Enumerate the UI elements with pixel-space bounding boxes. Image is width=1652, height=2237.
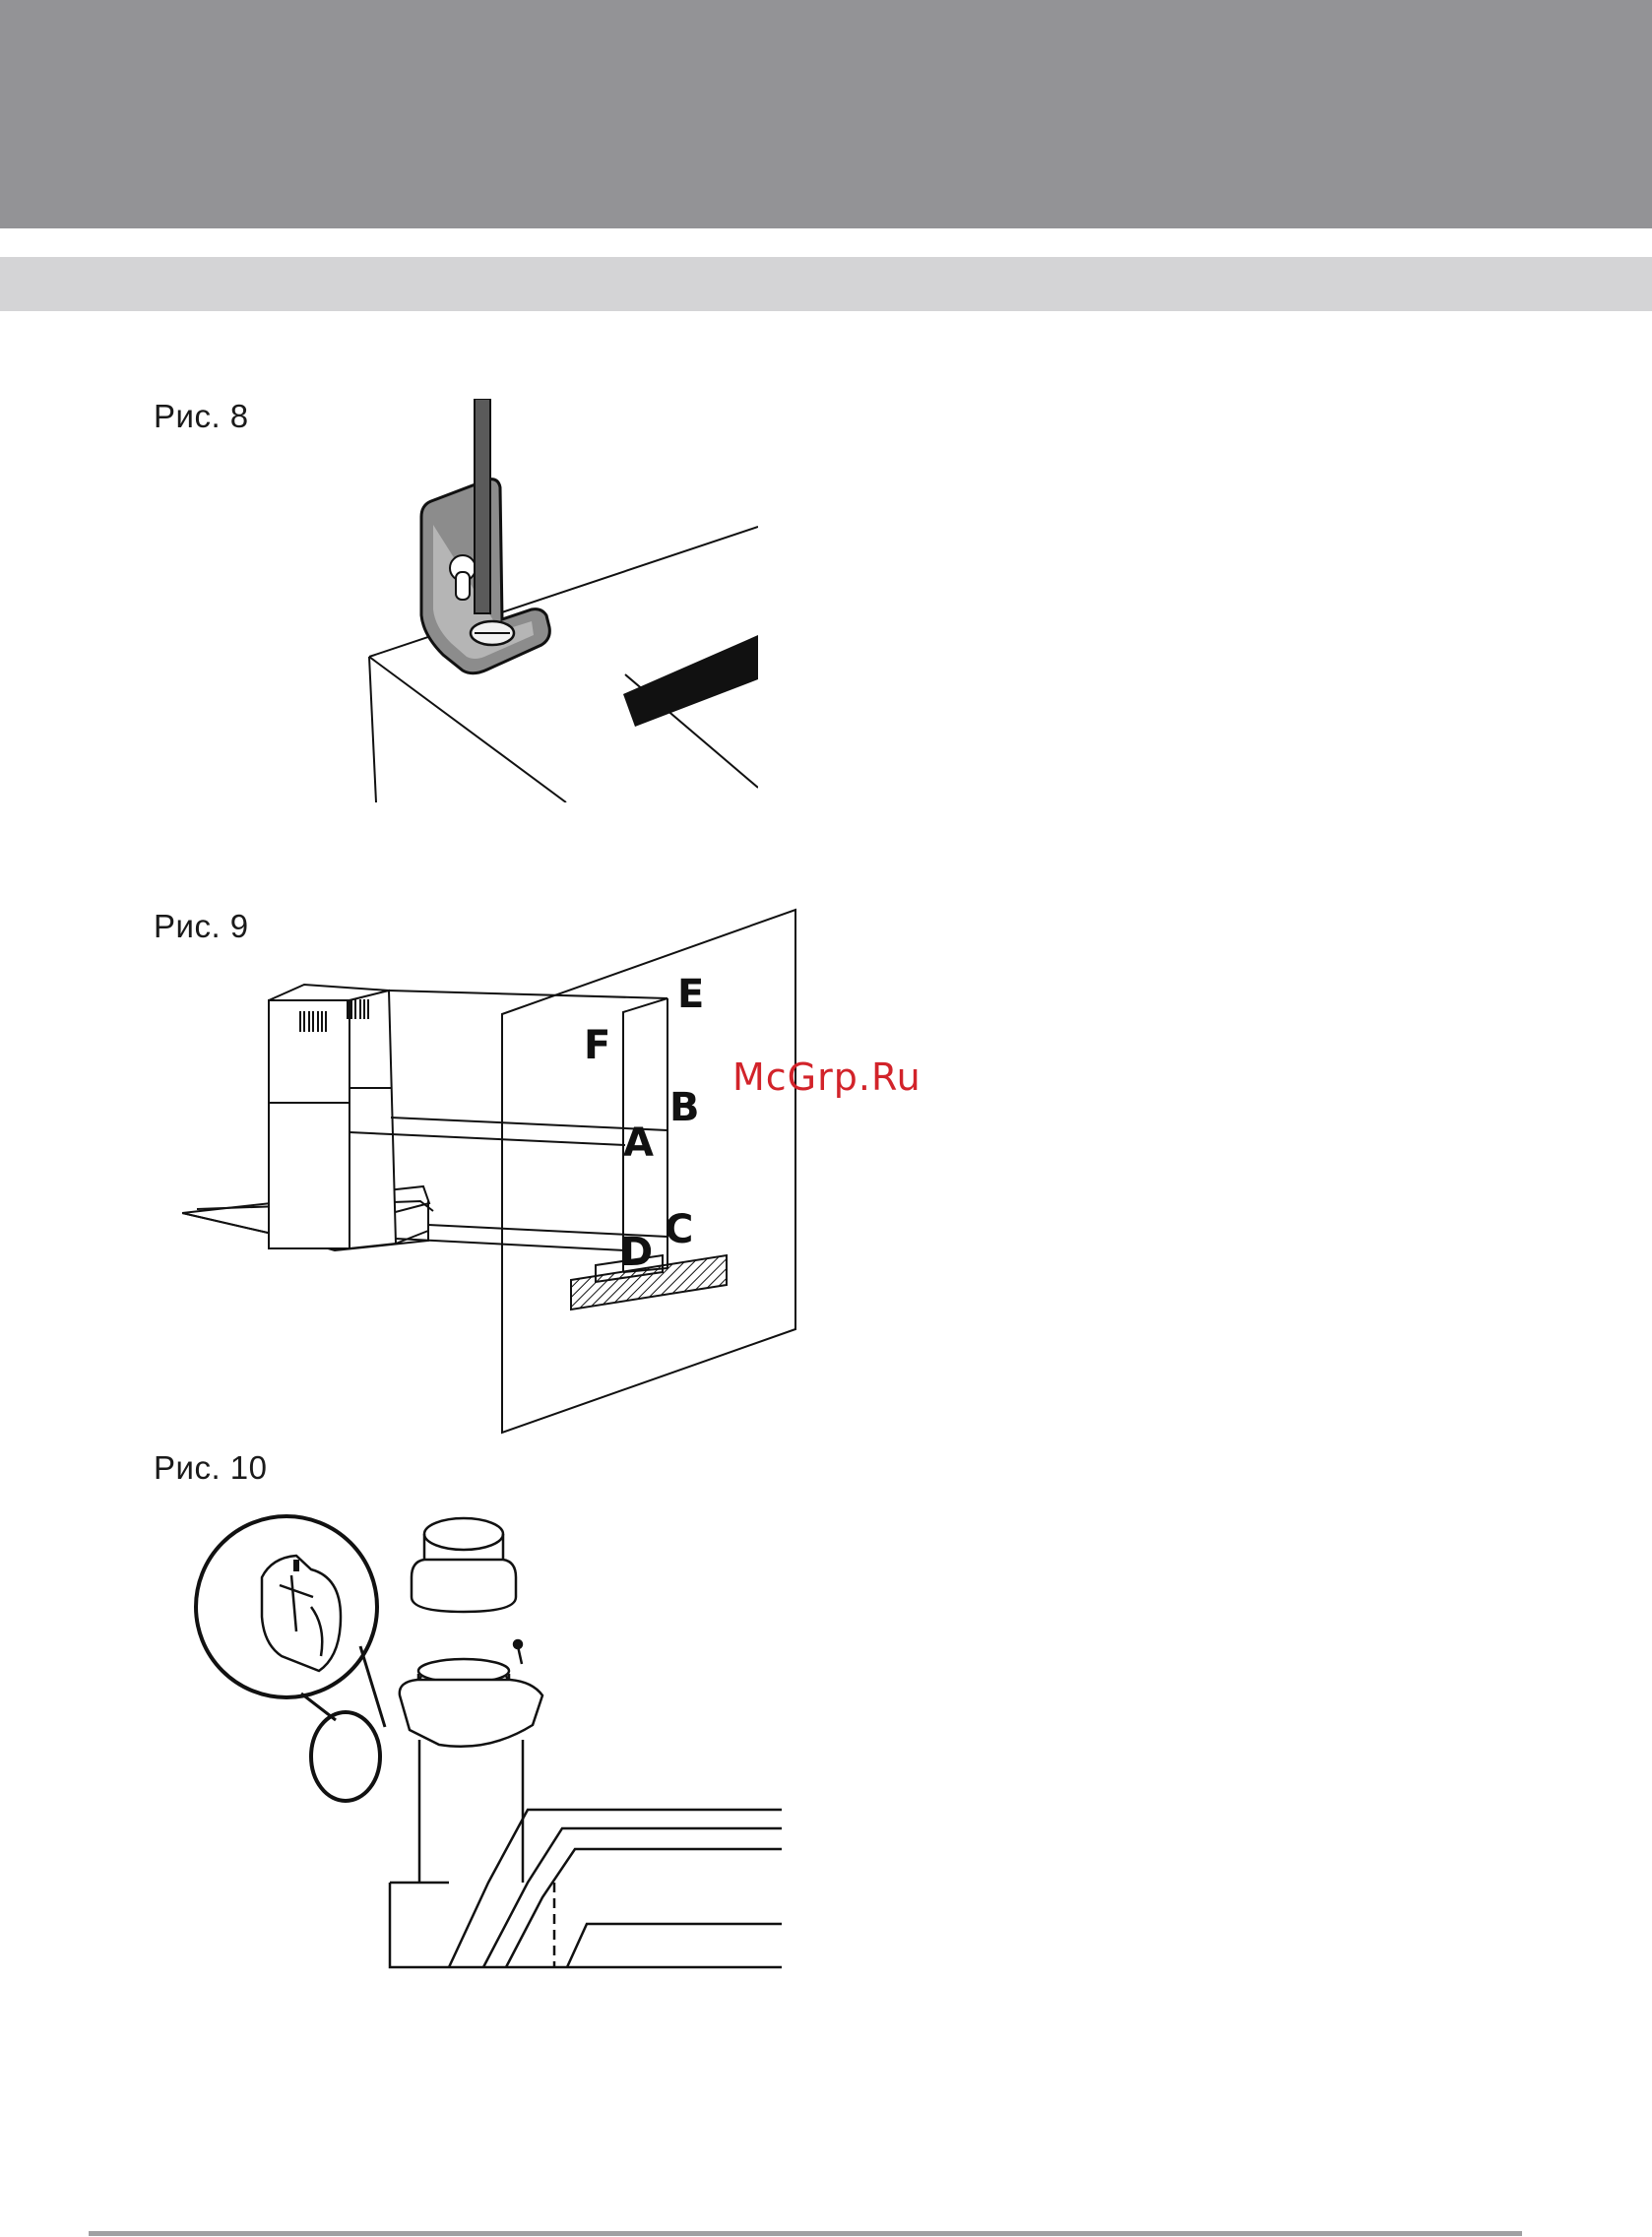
subheader-band <box>0 257 1652 311</box>
label-a: A <box>623 1120 654 1166</box>
label-c: C <box>665 1207 693 1252</box>
label-b: B <box>669 1085 700 1130</box>
fig10-caption: Рис. 10 <box>154 1449 268 1487</box>
fig10-illustration <box>193 1499 784 1976</box>
fig8-illustration <box>364 399 758 802</box>
fig8-caption: Рис. 8 <box>154 398 249 435</box>
watermark: McGrp.Ru <box>732 1055 921 1099</box>
header-band <box>0 0 1652 228</box>
label-d: D <box>620 1230 653 1275</box>
label-f: F <box>584 1023 610 1068</box>
fig9-illustration: E F B A C D <box>182 906 802 1438</box>
label-e: E <box>677 972 704 1017</box>
footer-rule <box>89 2231 1522 2236</box>
